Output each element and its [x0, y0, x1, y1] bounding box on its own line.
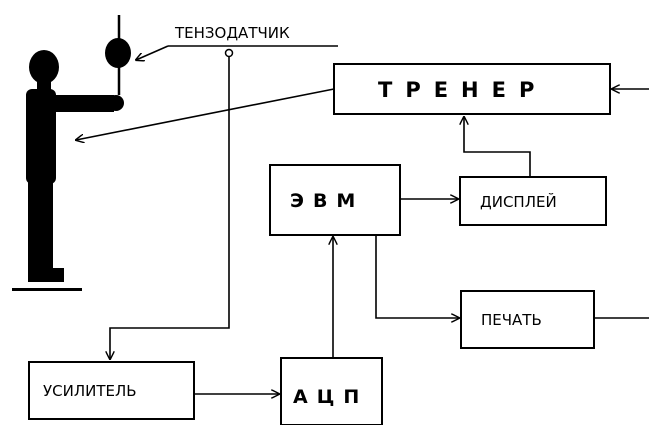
computer-label: ЭВМ: [290, 190, 364, 212]
computer-to-printer-arrow: [376, 235, 459, 318]
printer-label: ПЕЧАТЬ: [481, 311, 542, 329]
display-label: ДИСПЛЕЙ: [480, 192, 557, 211]
computer-node: ЭВМ: [270, 165, 400, 235]
adc-label: АЦП: [293, 386, 368, 408]
trainer-label: ТРЕНЕР: [378, 78, 547, 102]
trainer-node: ТРЕНЕР: [334, 64, 610, 114]
printer-node: ПЕЧАТЬ: [461, 291, 594, 348]
sensor-tap-point: [226, 50, 233, 57]
sensor-pointer-arrow: [136, 46, 168, 60]
amplifier-node: УСИЛИТЕЛЬ: [29, 362, 194, 419]
adc-node: АЦП: [281, 358, 382, 425]
display-to-trainer-arrow: [464, 117, 530, 177]
sensor-label: ТЕНЗОДАТЧИК: [174, 24, 290, 42]
sensor-to-amplifier-line: [110, 57, 229, 359]
athlete-silhouette-icon: [12, 50, 124, 291]
display-node: ДИСПЛЕЙ: [460, 177, 606, 225]
punching-ball-icon: [105, 15, 131, 95]
amplifier-label: УСИЛИТЕЛЬ: [43, 382, 137, 400]
